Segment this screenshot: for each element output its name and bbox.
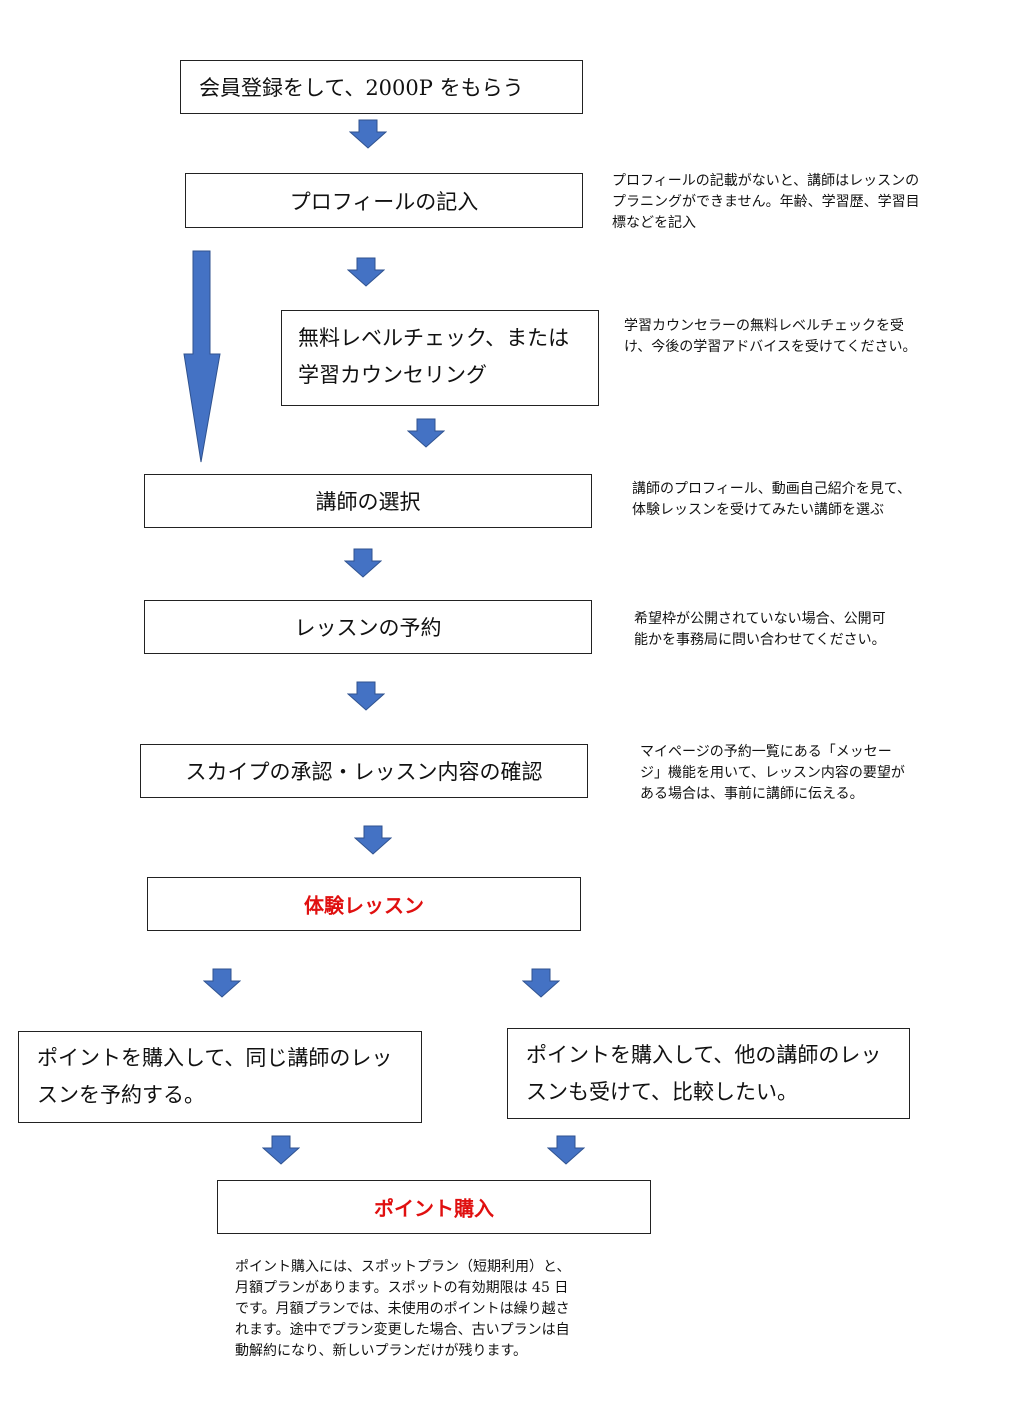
arrow-down-icon xyxy=(347,257,385,287)
note-skype: マイページの予約一覧にある「メッセー ジ」機能を用いて、レッスン内容の要望が あ… xyxy=(640,744,905,802)
step-profile-label: プロフィールの記入 xyxy=(289,189,479,214)
skip-arrow-down-icon xyxy=(182,250,222,464)
step-level-check: 無料レベルチェック、または学習カウンセリング xyxy=(281,310,599,406)
step-trial-lesson: 体験レッスン xyxy=(147,877,581,931)
branch-other-teacher-label: ポイントを購入して、他の講師のレッスンも受けて、比較したい。 xyxy=(526,1043,882,1104)
step-skype-label: スカイプの承認・レッスン内容の確認 xyxy=(185,760,543,784)
arrow-down-icon xyxy=(203,968,241,998)
note-select-teacher: 講師のプロフィール、動画自己紹介を見て、 体験レッスンを受けてみたい講師を選ぶ xyxy=(632,481,912,518)
step-trial-lesson-label: 体験レッスン xyxy=(304,893,424,918)
arrow-down-icon xyxy=(344,548,382,578)
step-reserve-label: レッスンの予約 xyxy=(294,616,442,640)
step-level-check-label: 無料レベルチェック、または学習カウンセリング xyxy=(298,326,570,387)
step-profile: プロフィールの記入 xyxy=(185,173,583,228)
note-level-check: 学習カウンセラーの無料レベルチェックを受 け、今後の学習アドバイスを受けてくださ… xyxy=(624,318,917,355)
step-select-teacher-label: 講師の選択 xyxy=(315,490,421,514)
arrow-down-icon xyxy=(522,968,560,998)
note-reserve: 希望枠が公開されていない場合、公開可 能かを事務局に問い合わせてください。 xyxy=(634,611,886,648)
arrow-down-icon xyxy=(407,418,445,448)
step-skype: スカイプの承認・レッスン内容の確認 xyxy=(140,744,588,798)
branch-same-teacher-label: ポイントを購入して、同じ講師のレッスンを予約する。 xyxy=(37,1046,393,1107)
arrow-down-icon xyxy=(347,681,385,711)
arrow-down-icon xyxy=(354,825,392,855)
step-register-label: 会員登録をして、2000P をもらう xyxy=(199,76,524,100)
branch-same-teacher: ポイントを購入して、同じ講師のレッスンを予約する。 xyxy=(18,1031,422,1123)
step-reserve: レッスンの予約 xyxy=(144,600,592,654)
step-point-purchase-label: ポイント購入 xyxy=(374,1196,494,1221)
branch-other-teacher: ポイントを購入して、他の講師のレッスンも受けて、比較したい。 xyxy=(507,1028,910,1119)
arrow-down-icon xyxy=(547,1135,585,1165)
step-point-purchase: ポイント購入 xyxy=(217,1180,651,1234)
step-select-teacher: 講師の選択 xyxy=(144,474,592,528)
note-point-purchase: ポイント購入には、スポットプラン（短期利用）と、 月額プランがあります。スポット… xyxy=(235,1259,571,1359)
arrow-down-icon xyxy=(262,1135,300,1165)
arrow-down-icon xyxy=(349,119,387,149)
step-register: 会員登録をして、2000P をもらう xyxy=(180,60,583,114)
note-profile: プロフィールの記載がないと、講師はレッスンの プラニングができません。年齢、学習… xyxy=(612,173,920,231)
